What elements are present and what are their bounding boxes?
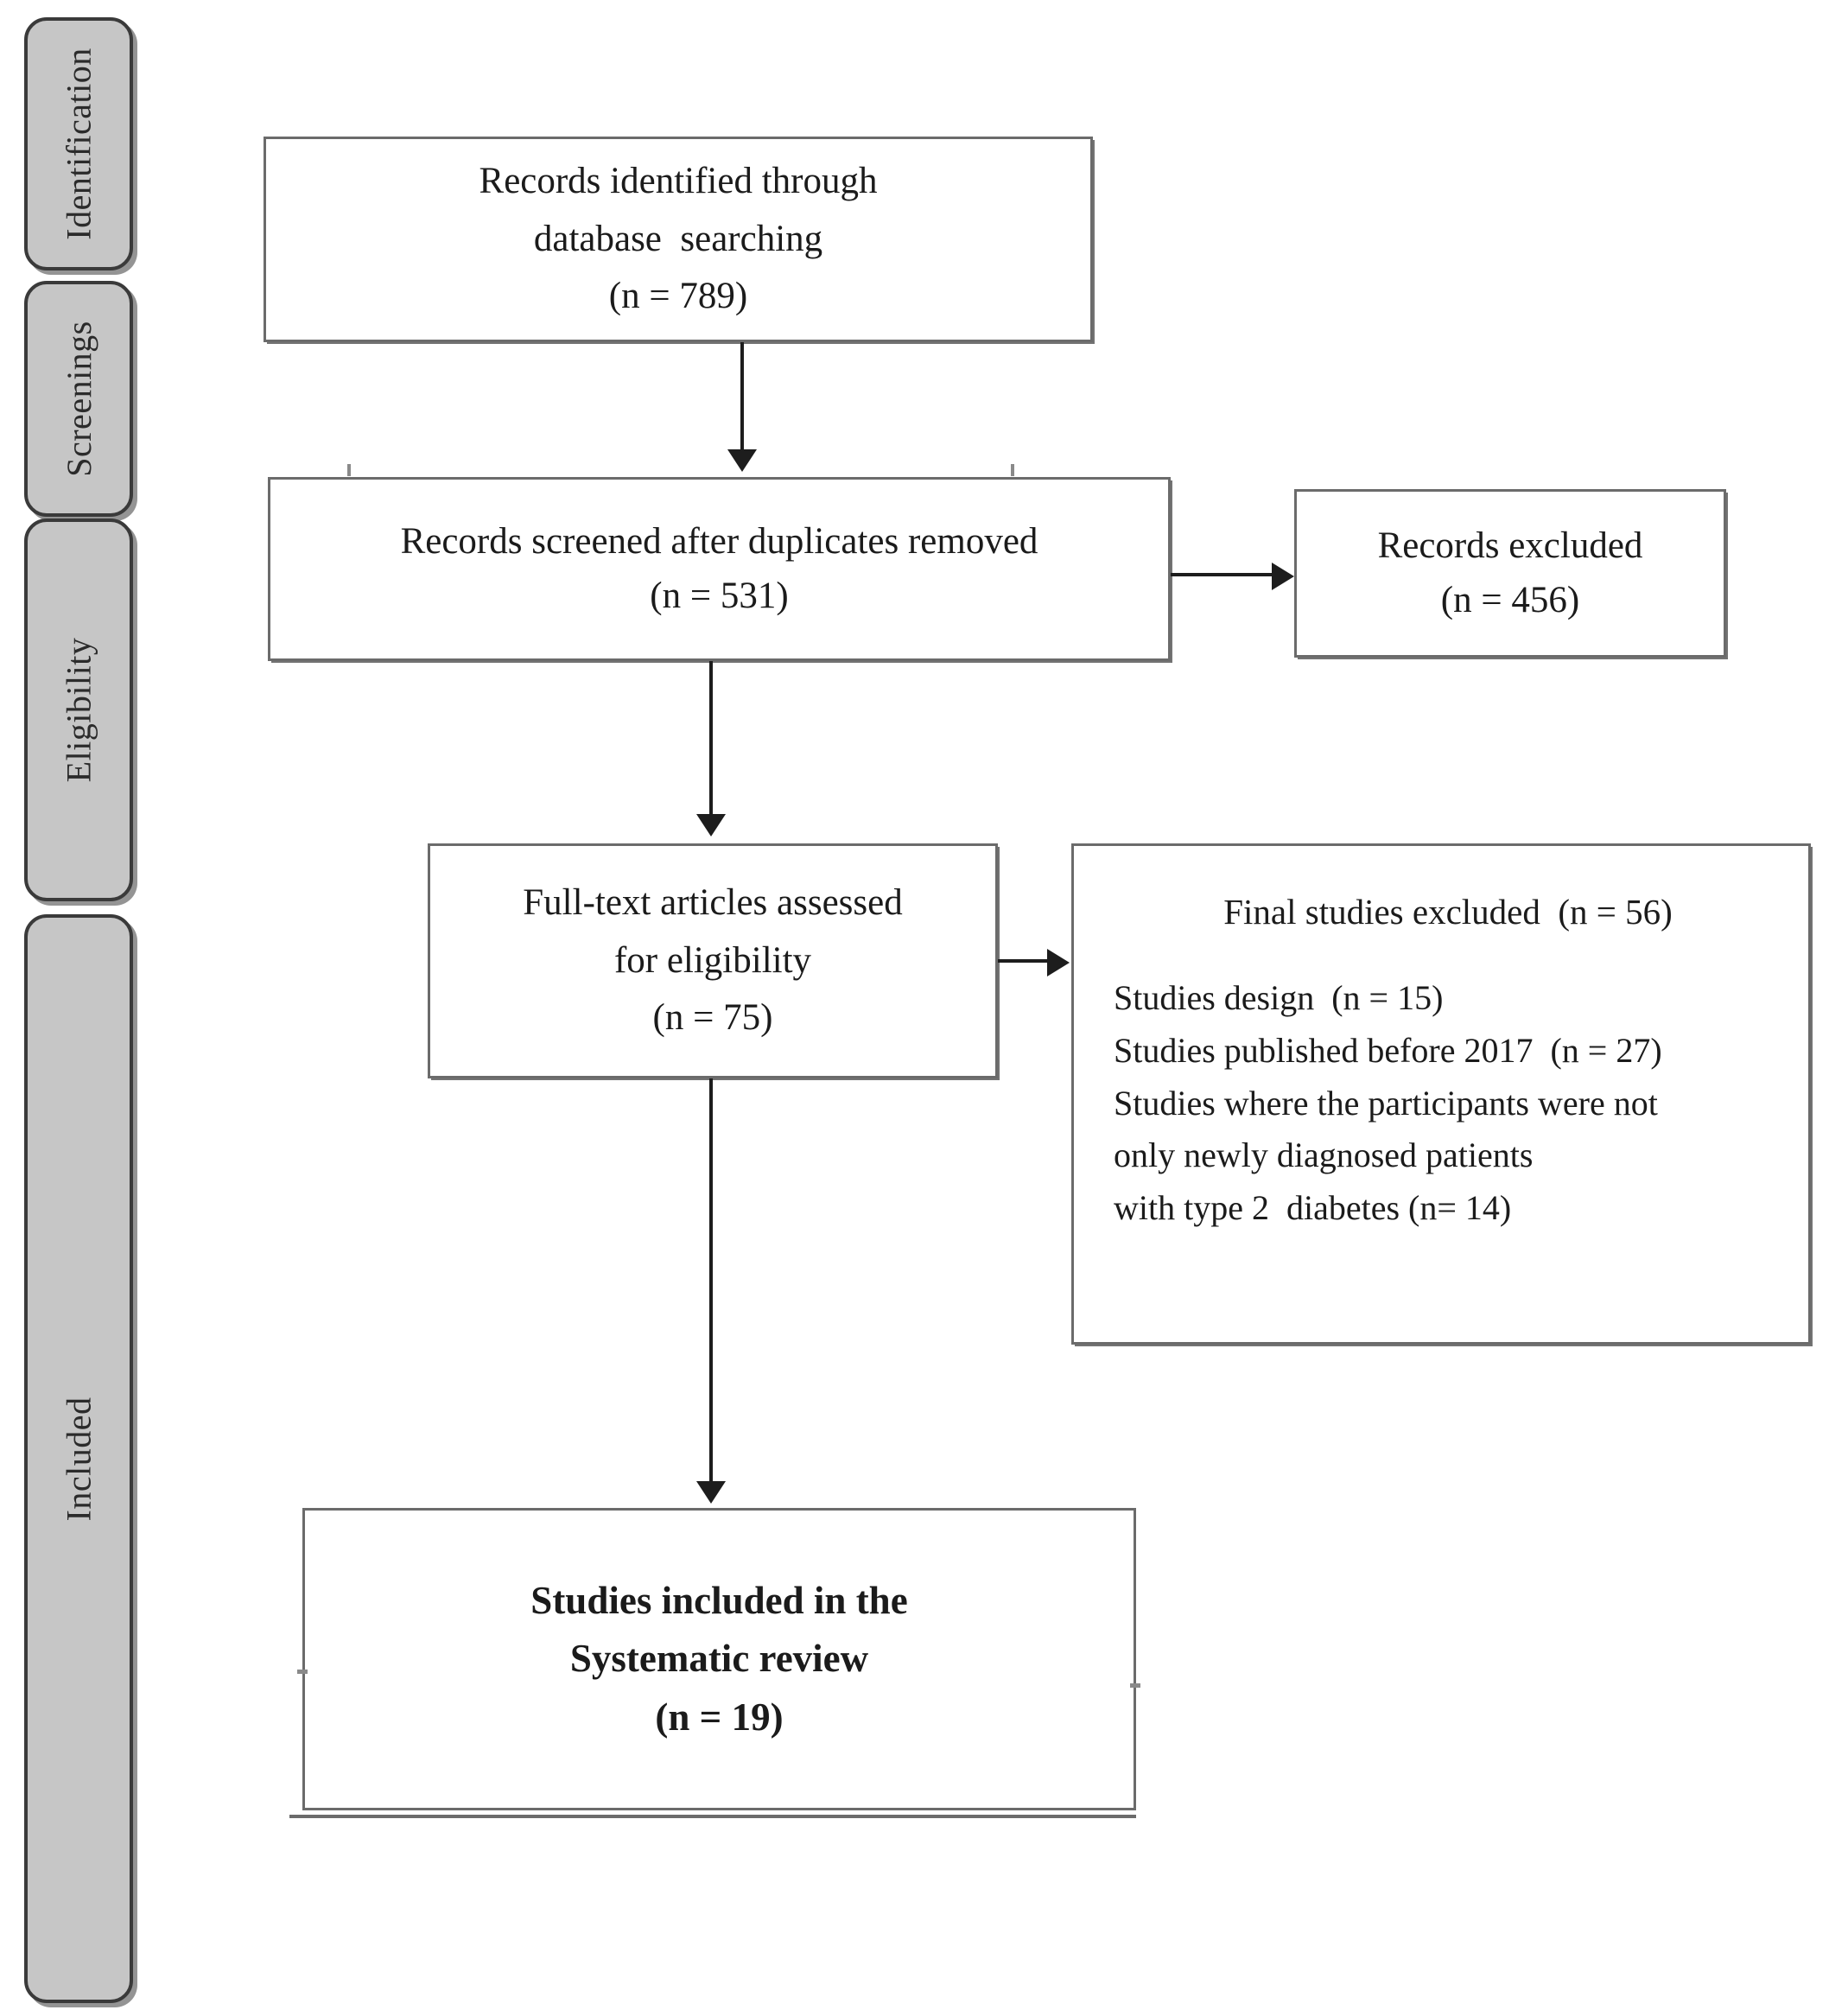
- stage-eligibility: Eligibility: [24, 518, 133, 901]
- stage-screenings: Screenings: [24, 281, 133, 517]
- connector-screened-to-excluded: [1171, 573, 1276, 576]
- box-records-identified-count: (n = 789): [608, 276, 748, 317]
- box-records-screened: Records screened after duplicates remove…: [268, 477, 1171, 661]
- arrow-fulltext-to-final-excluded: [1047, 949, 1070, 976]
- box-fulltext-assessed-line2: for eligibility: [613, 939, 812, 981]
- final-excluded-item: Studies where the participants were not: [1114, 1083, 1658, 1123]
- arrow-fulltext-to-included: [696, 1481, 726, 1504]
- connector-identified-to-screened: [740, 342, 744, 453]
- box-records-excluded-line1: Records excluded: [1377, 525, 1643, 567]
- final-excluded-item: Studies design (n = 15): [1114, 978, 1444, 1017]
- tick-included-right: [1130, 1683, 1140, 1688]
- box-studies-included-line2: Systematic review: [569, 1637, 869, 1681]
- box-final-studies-excluded-heading: Final studies excluded (n = 56): [1223, 892, 1673, 932]
- arrow-screened-to-excluded: [1272, 563, 1294, 590]
- final-excluded-item: only newly diagnosed patients: [1114, 1135, 1534, 1175]
- box-records-screened-line1: Records screened after duplicates remove…: [400, 521, 1038, 563]
- box-records-identified: Records identified through database sear…: [264, 137, 1093, 342]
- arrow-identified-to-screened: [727, 449, 757, 472]
- stage-identification-label: Identification: [59, 48, 98, 240]
- box-records-excluded-count: (n = 456): [1440, 579, 1580, 620]
- stage-screenings-label: Screenings: [59, 321, 98, 477]
- box-fulltext-assessed-count: (n = 75): [652, 997, 773, 1039]
- box-records-identified-line1: Records identified through: [479, 161, 878, 202]
- box-final-studies-excluded: Final studies excluded (n = 56) Studies …: [1071, 843, 1811, 1345]
- stage-included: Included: [24, 914, 133, 2003]
- box-studies-included-count: (n = 19): [655, 1695, 784, 1739]
- stage-identification: Identification: [24, 17, 133, 270]
- box-fulltext-assessed: Full-text articles assessed for eligibil…: [428, 843, 998, 1078]
- tick-included-left: [297, 1670, 308, 1674]
- connector-fulltext-to-final-excluded: [998, 959, 1051, 963]
- final-excluded-item: Studies published before 2017 (n = 27): [1114, 1030, 1662, 1070]
- box-studies-included: Studies included in the Systematic revie…: [302, 1508, 1136, 1810]
- stage-eligibility-label: Eligibility: [59, 637, 98, 783]
- box-fulltext-assessed-line1: Full-text articles assessed: [523, 882, 903, 924]
- tick-screened-right: [1011, 464, 1014, 476]
- arrow-screened-to-fulltext: [696, 814, 726, 836]
- tick-screened-left: [347, 464, 351, 476]
- final-excluded-item: with type 2 diabetes (n= 14): [1114, 1188, 1512, 1228]
- stage-included-label: Included: [59, 1396, 98, 1521]
- box-records-excluded: Records excluded (n = 456): [1294, 489, 1726, 658]
- connector-screened-to-fulltext: [709, 661, 713, 817]
- box-studies-included-underline: [289, 1815, 1136, 1818]
- box-records-identified-line2: database searching: [533, 218, 823, 259]
- box-records-screened-count: (n = 531): [650, 575, 789, 616]
- box-studies-included-line1: Studies included in the: [530, 1578, 908, 1622]
- connector-fulltext-to-included: [709, 1078, 713, 1485]
